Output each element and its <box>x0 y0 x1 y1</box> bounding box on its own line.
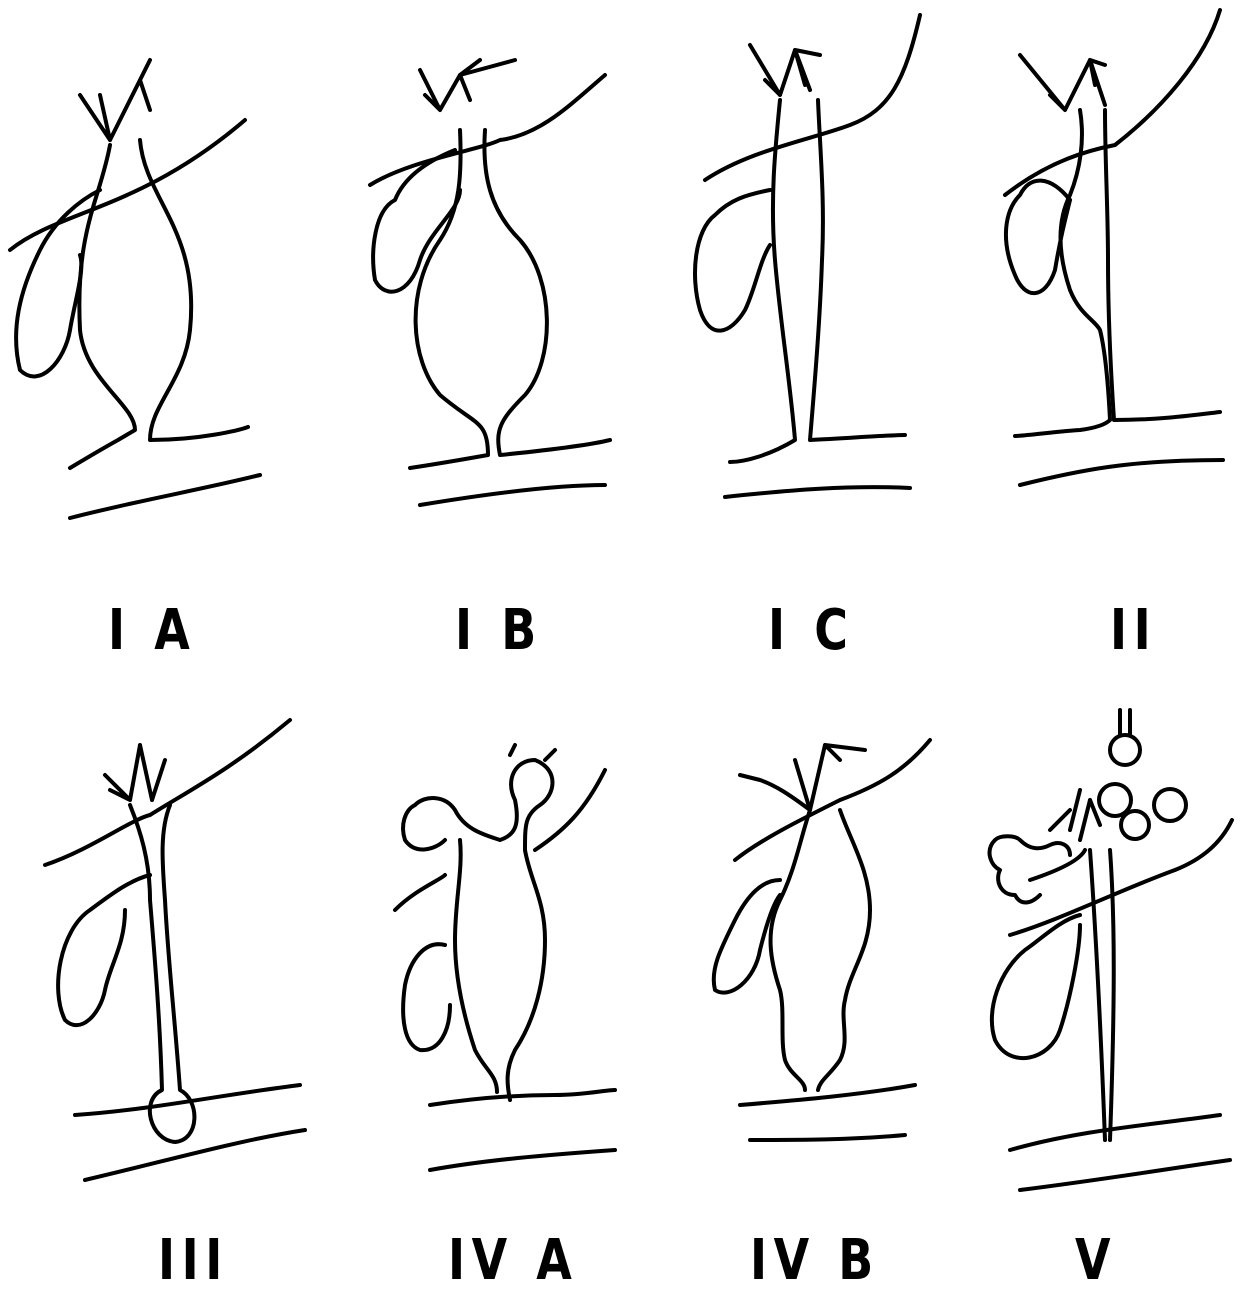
bile-duct-sketch-IVA <box>385 700 635 1190</box>
bile-duct-sketch-IVB <box>700 700 940 1190</box>
panel-type-III <box>0 700 330 1190</box>
panel-label-IVB: IV B <box>750 1228 880 1293</box>
bile-duct-sketch-IC <box>620 0 930 560</box>
panel-type-V <box>970 700 1247 1210</box>
panel-label-IB: I B <box>455 598 543 663</box>
panel-label-IA: I A <box>108 598 196 663</box>
bile-duct-sketch-III <box>0 700 330 1190</box>
panel-label-V: V <box>1075 1228 1117 1293</box>
panel-type-IB <box>310 0 620 560</box>
bile-duct-sketch-V <box>970 700 1247 1210</box>
panel-label-II: II <box>1110 598 1157 663</box>
panel-label-III: III <box>158 1228 229 1293</box>
panel-label-IC: I C <box>768 598 854 663</box>
bile-duct-sketch-IB <box>310 0 620 560</box>
panel-type-IA <box>0 0 290 560</box>
bile-duct-sketch-IA <box>0 0 290 560</box>
panel-type-IC <box>620 0 930 560</box>
panel-type-II <box>930 0 1247 560</box>
panel-label-IVA: IV A <box>448 1228 578 1293</box>
bile-duct-sketch-II <box>930 0 1247 560</box>
panel-type-IVA <box>385 700 635 1190</box>
panel-type-IVB <box>700 700 940 1190</box>
